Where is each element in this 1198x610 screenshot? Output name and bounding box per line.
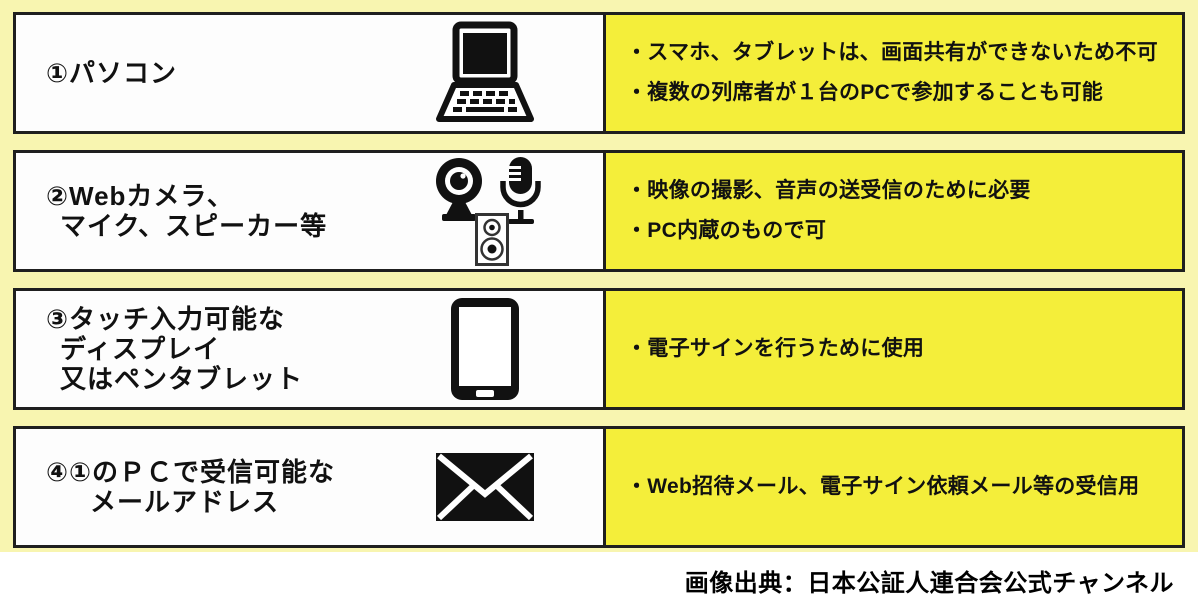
tablet-icon [451,298,519,400]
row-title: ②Webカメラ、 マイク、スピーカー等 [16,181,415,241]
microphone-icon [500,157,541,224]
row-touch-title-cell: ③タッチ入力可能な ディスプレイ 又はペンタブレット [16,291,603,407]
row-title-line: ディスプレイ [60,334,221,364]
bullet-item: ・Web招待メール、電子サイン依頼メール等の受信用 [626,474,1140,498]
row-email-icon-slot [415,453,555,521]
row-webcam-mic-speaker: ②Webカメラ、 マイク、スピーカー等 [13,150,1185,272]
row-touch-notes-cell: ・電子サインを行うために使用 [603,291,1182,407]
row-title-line: ③タッチ入力可能な [46,304,286,334]
row-touch-display: ③タッチ入力可能な ディスプレイ 又はペンタブレット ・電子サインを行うために使… [13,288,1185,410]
row-title-line: ④①のＰＣで受信可能な [46,457,336,487]
bullet-item: ・PC内蔵のもので可 [626,218,827,242]
speaker-icon [475,213,509,266]
row-email-notes-cell: ・Web招待メール、電子サイン依頼メール等の受信用 [603,429,1182,545]
bullet-item: ・映像の撮影、音声の送受信のために必要 [626,179,1031,203]
row-pc-title-cell: ①パソコン [16,15,603,131]
row-title-line: 又はペンタブレット [60,364,304,394]
row-email: ④①のＰＣで受信可能な メールアドレス ・Web招待メール、電子サイン依頼メール… [13,426,1185,548]
row-pc-icon-slot [415,21,555,125]
row-pc: ①パソコン ・スマホ、タブレットは、画面共有ができないため不可 ・複数の列席者が… [13,12,1185,134]
image-source-credit: 画像出典：日本公証人連合会公式チャンネル [684,563,1174,598]
row-title: ④①のＰＣで受信可能な メールアドレス [16,457,415,517]
row-touch-icon-slot [415,296,555,402]
row-webcam-notes-cell: ・映像の撮影、音声の送受信のために必要 ・PC内蔵のもので可 [603,153,1182,269]
row-title-line: マイク、スピーカー等 [60,211,328,241]
requirements-table: ①パソコン ・スマホ、タブレットは、画面共有ができないため不可 ・複数の列席者が… [0,0,1198,552]
row-webcam-icon-slot [415,155,555,267]
bullet-item: ・スマホ、タブレットは、画面共有ができないため不可 [626,41,1158,65]
row-email-title-cell: ④①のＰＣで受信可能な メールアドレス [16,429,603,545]
bullet-item: ・複数の列席者が１台のPCで参加することも可能 [626,80,1104,104]
envelope-icon [436,453,534,521]
bullet-item: ・電子サインを行うために使用 [626,336,925,360]
row-title: ③タッチ入力可能な ディスプレイ 又はペンタブレット [16,304,415,394]
row-title: ①パソコン [16,58,415,88]
row-pc-notes-cell: ・スマホ、タブレットは、画面共有ができないため不可 ・複数の列席者が１台のPCで… [603,15,1182,131]
row-webcam-title-cell: ②Webカメラ、 マイク、スピーカー等 [16,153,603,269]
row-title-line: ①パソコン [46,58,178,88]
laptop-icon [436,21,534,122]
row-title-line: メールアドレス [90,487,280,517]
webcam-icon [436,158,482,221]
row-title-line: ②Webカメラ、 [46,181,234,211]
